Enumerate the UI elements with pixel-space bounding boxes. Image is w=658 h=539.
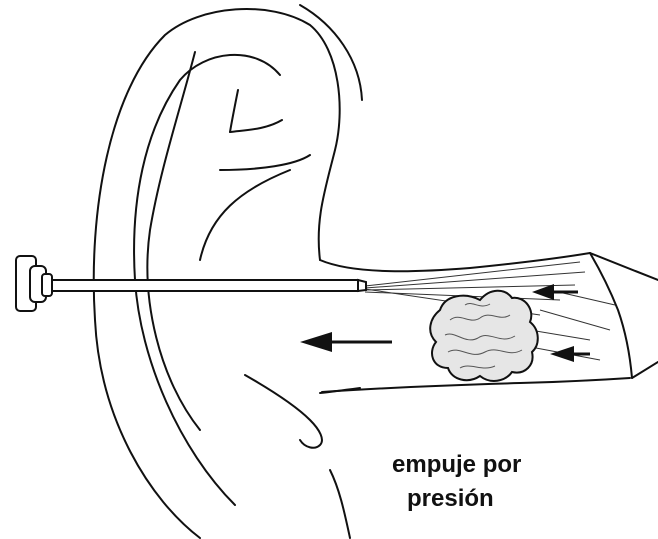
caption-line-1: empuje por xyxy=(380,448,580,482)
arrow-left-large xyxy=(300,332,392,352)
caption-line-2: presión xyxy=(380,482,580,516)
ear-back-curve xyxy=(300,5,362,100)
ear-fossa-fold xyxy=(230,120,282,132)
ear-concha-upper xyxy=(220,155,310,170)
arrow-left-upper xyxy=(532,284,578,300)
canal-cut-end-outer xyxy=(590,253,658,280)
ear-fossa-fold-2 xyxy=(230,90,238,132)
canal-cut-end-lower xyxy=(632,362,658,378)
ear-lobe-curve xyxy=(245,375,322,448)
syringe-nozzle xyxy=(16,256,366,311)
ear-helix-outline xyxy=(94,9,340,538)
earwax-plug xyxy=(430,291,538,381)
arrow-left-lower xyxy=(550,346,590,362)
ear-lower-contour xyxy=(330,470,350,538)
canal-lower-wall xyxy=(322,378,630,392)
ear-concha-ridge xyxy=(200,170,290,260)
diagram-caption: empuje por presión xyxy=(380,448,580,516)
canal-upper-wall xyxy=(320,253,590,271)
